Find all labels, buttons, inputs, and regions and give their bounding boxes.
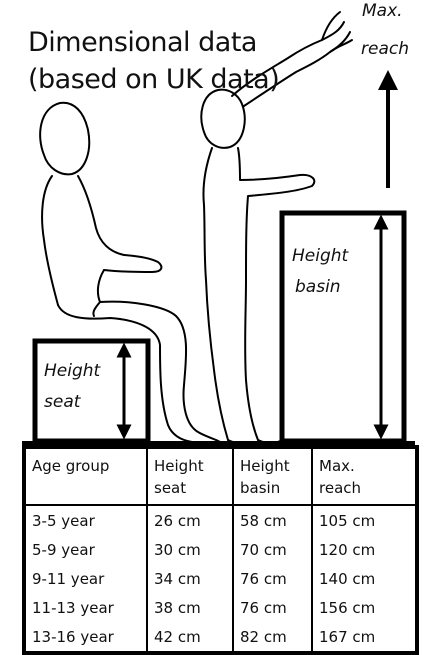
- max-reach-label-line-1: Max.: [362, 0, 403, 22]
- cell-max-reach: 120 cm: [312, 535, 417, 564]
- cell-age-group: 9-11 year: [24, 564, 147, 593]
- cell-height-basin: 70 cm: [233, 535, 312, 564]
- cell-height-basin: 82 cm: [233, 622, 312, 653]
- cell-max-reach: 105 cm: [312, 505, 417, 535]
- basin-label-line-2: basin: [295, 276, 341, 298]
- cell-height-seat: 26 cm: [147, 505, 233, 535]
- cell-height-basin: 76 cm: [233, 593, 312, 622]
- cell-max-reach: 156 cm: [312, 593, 417, 622]
- cell-height-seat: 38 cm: [147, 593, 233, 622]
- header-height-seat: Height seat: [147, 447, 233, 505]
- cell-age-group: 11-13 year: [24, 593, 147, 622]
- table-header-row: Age group Height seat Height basin Max. …: [24, 447, 417, 505]
- table-row: 13-16 year 42 cm 82 cm 167 cm: [24, 622, 417, 653]
- header-sublabel: seat: [154, 479, 186, 497]
- cell-age-group: 3-5 year: [24, 505, 147, 535]
- max-reach-label-line-2: reach: [361, 38, 409, 60]
- table-row: 9-11 year 34 cm 76 cm 140 cm: [24, 564, 417, 593]
- header-height-basin: Height basin: [233, 447, 312, 505]
- cell-height-seat: 34 cm: [147, 564, 233, 593]
- diagram-title-line-1: Dimensional data: [28, 27, 257, 59]
- seat-label-line-2: seat: [44, 391, 80, 413]
- cell-height-basin: 58 cm: [233, 505, 312, 535]
- header-label: Max.: [319, 457, 355, 475]
- seat-label-line-1: Height: [44, 360, 100, 382]
- cell-age-group: 5-9 year: [24, 535, 147, 564]
- table-row: 11-13 year 38 cm 76 cm 156 cm: [24, 593, 417, 622]
- table-row: 3-5 year 26 cm 58 cm 105 cm: [24, 505, 417, 535]
- basin-label-line-1: Height: [292, 245, 348, 267]
- dimensions-table: Age group Height seat Height basin Max. …: [22, 445, 419, 655]
- header-sublabel: basin: [240, 479, 280, 497]
- header-sublabel: reach: [319, 479, 361, 497]
- table-row: 5-9 year 30 cm 70 cm 120 cm: [24, 535, 417, 564]
- cell-max-reach: 167 cm: [312, 622, 417, 653]
- cell-height-seat: 30 cm: [147, 535, 233, 564]
- cell-max-reach: 140 cm: [312, 564, 417, 593]
- cell-height-seat: 42 cm: [147, 622, 233, 653]
- header-label: Height: [240, 457, 290, 475]
- cell-age-group: 13-16 year: [24, 622, 147, 653]
- header-label: Age group: [32, 457, 109, 475]
- cell-height-basin: 76 cm: [233, 564, 312, 593]
- header-age-group: Age group: [24, 447, 147, 505]
- header-label: Height: [154, 457, 204, 475]
- header-max-reach: Max. reach: [312, 447, 417, 505]
- diagram-title-line-2: (based on UK data): [28, 64, 279, 96]
